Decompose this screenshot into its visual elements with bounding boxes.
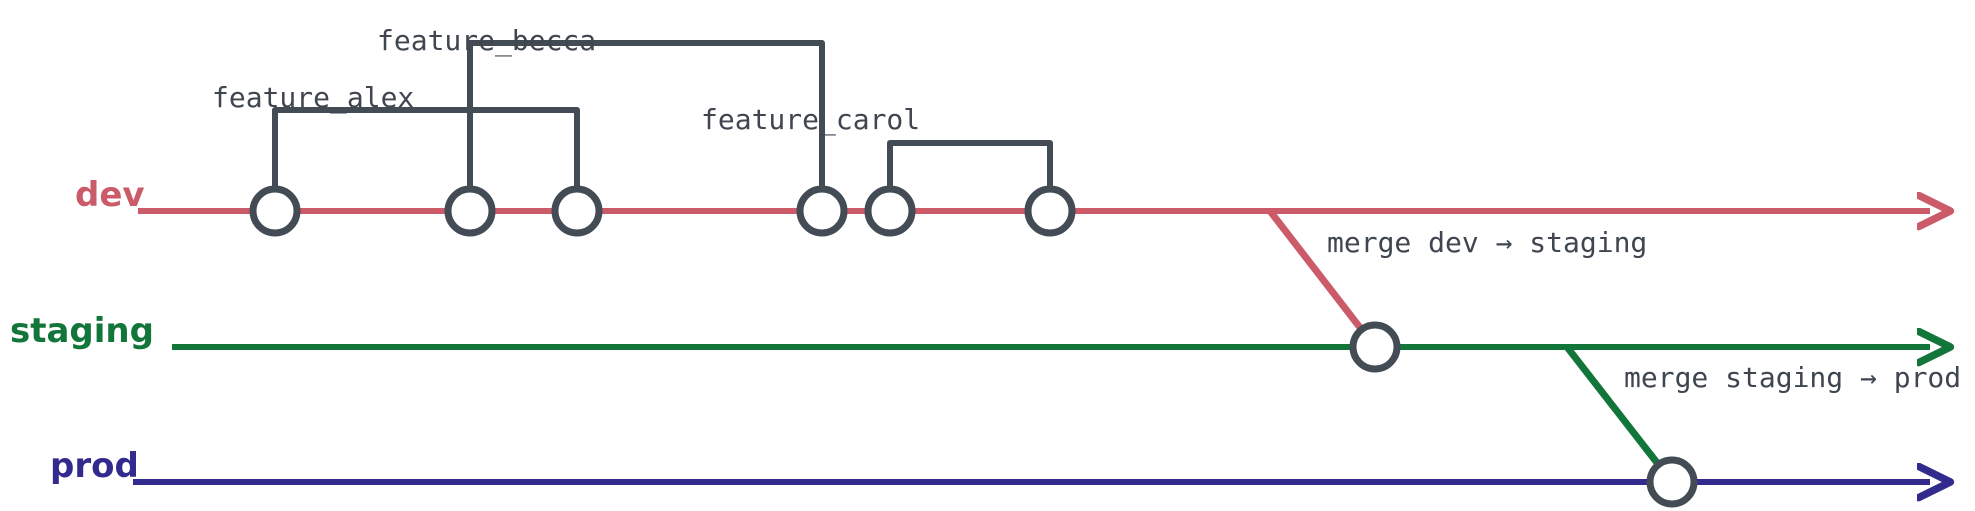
commit-node-dev-6[interactable] bbox=[1024, 185, 1076, 237]
merge-staging-prod-label: merge staging → prod bbox=[1624, 361, 1961, 394]
merge-labels: merge dev → staging merge staging → prod bbox=[1327, 226, 1961, 394]
commit-nodes bbox=[249, 185, 1698, 508]
branch-label-prod: prod bbox=[50, 446, 139, 486]
branch-lines bbox=[133, 211, 1930, 482]
feature-branch-labels: feature_alex feature_becca feature_carol bbox=[212, 24, 920, 137]
branch-labels: dev staging prod bbox=[10, 175, 154, 486]
merge-staging-prod-line bbox=[1564, 344, 1675, 485]
feature-bracket-carol bbox=[887, 140, 1053, 199]
commit-node-staging-1[interactable] bbox=[1349, 321, 1401, 373]
merge-dev-staging-label: merge dev → staging bbox=[1327, 226, 1647, 259]
commit-node-dev-2[interactable] bbox=[444, 185, 496, 237]
merge-connectors bbox=[1267, 208, 1675, 485]
feature-branch-brackets bbox=[272, 40, 1053, 199]
feature-bracket-becca bbox=[467, 40, 825, 199]
commit-node-dev-3[interactable] bbox=[551, 185, 603, 237]
feature-label-carol: feature_carol bbox=[701, 103, 920, 137]
feature-label-becca: feature_becca bbox=[377, 24, 596, 58]
feature-bracket-alex bbox=[272, 107, 580, 199]
feature-label-alex: feature_alex bbox=[212, 81, 414, 115]
branch-label-dev: dev bbox=[75, 175, 145, 215]
commit-node-dev-4[interactable] bbox=[796, 185, 848, 237]
commit-node-dev-5[interactable] bbox=[864, 185, 916, 237]
branch-label-staging: staging bbox=[10, 311, 154, 351]
commit-node-dev-1[interactable] bbox=[249, 185, 301, 237]
commit-node-prod-1[interactable] bbox=[1646, 456, 1698, 508]
merge-dev-staging-line bbox=[1267, 208, 1378, 350]
